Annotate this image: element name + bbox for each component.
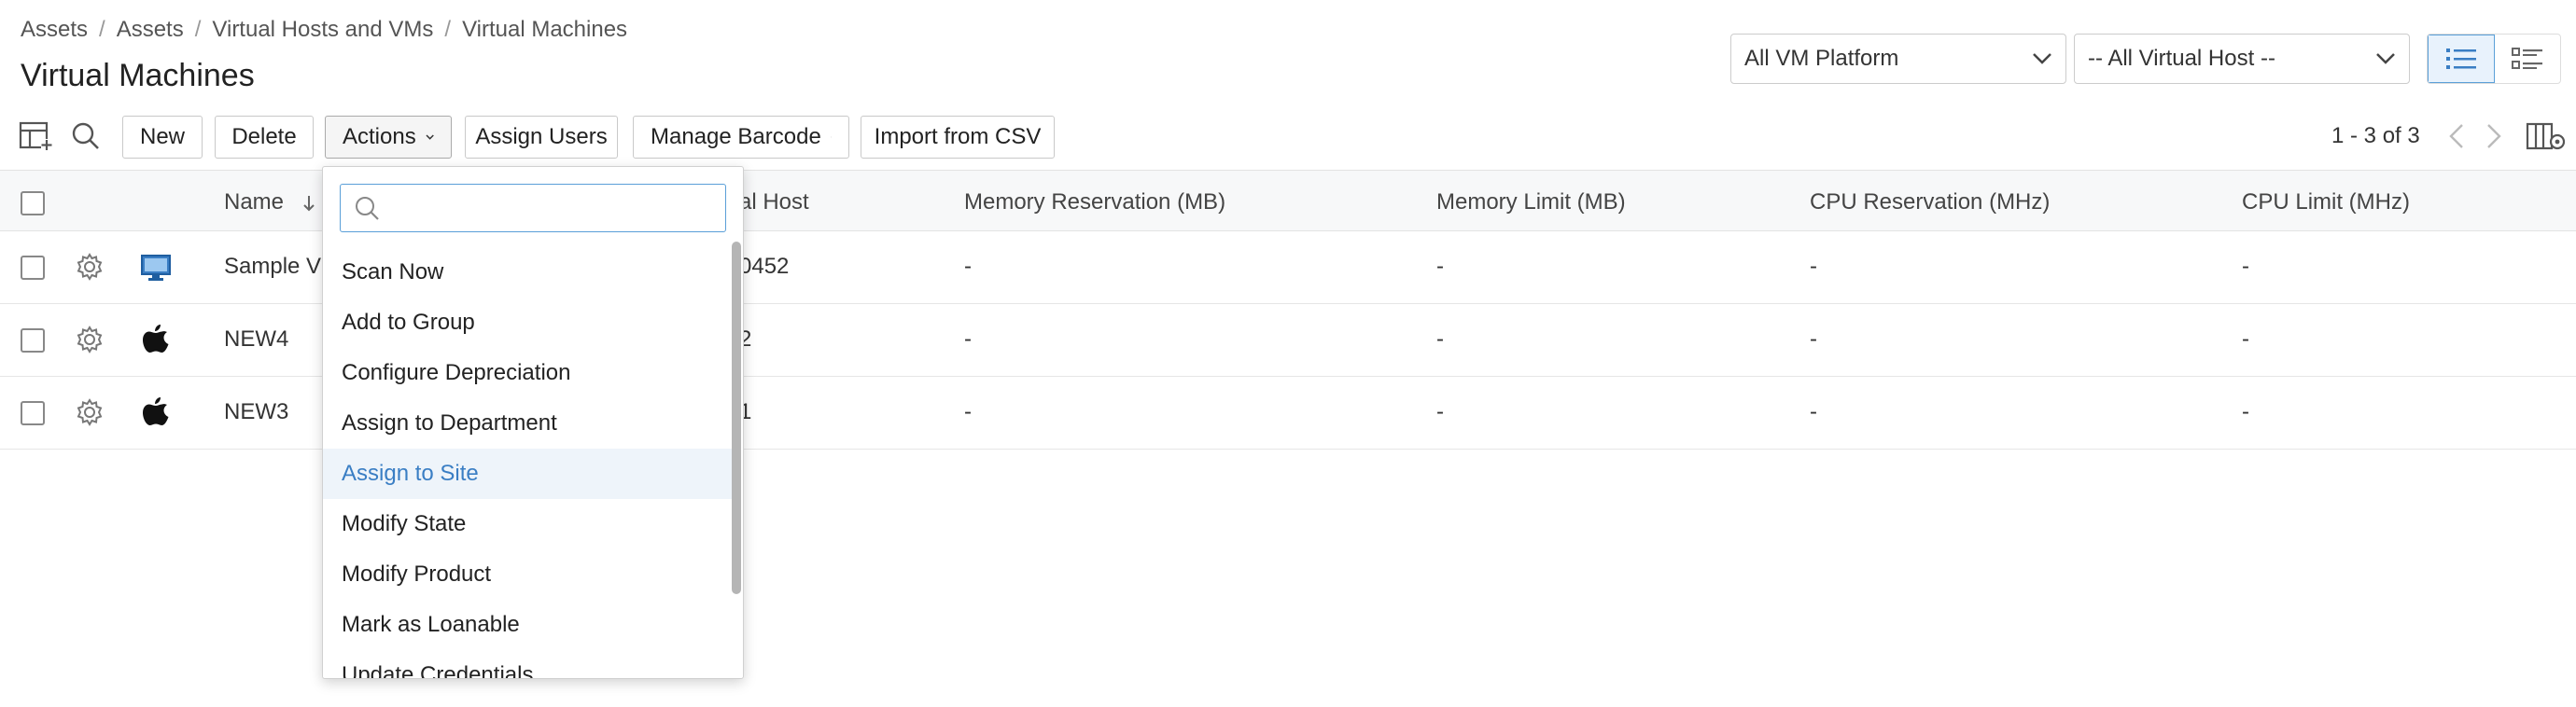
chevron-down-icon <box>426 134 434 140</box>
gear-icon[interactable] <box>75 325 105 359</box>
pagination-label: 1 - 3 of 3 <box>2331 123 2420 148</box>
list-view-button[interactable] <box>2428 35 2495 83</box>
column-header-memory-limit[interactable]: Memory Limit (MB) <box>1436 189 1626 215</box>
vm-cpu-limit: - <box>2242 254 2249 279</box>
next-page-icon[interactable] <box>2483 121 2505 156</box>
list-view-icon <box>2446 49 2476 69</box>
actions-dropdown-menu: Scan Now Add to Group Configure Deprecia… <box>322 166 744 679</box>
column-header-virtual-host[interactable]: al Host <box>739 189 809 215</box>
breadcrumb-item-virtual-hosts[interactable]: Virtual Hosts and VMs <box>212 17 434 42</box>
menu-item-assign-to-site[interactable]: Assign to Site <box>323 449 734 499</box>
column-header-name-label: Name <box>224 189 285 215</box>
breadcrumb: Assets / Assets / Virtual Hosts and VMs … <box>21 17 627 43</box>
page-title: Virtual Machines <box>21 58 255 93</box>
vm-cpu-reservation: - <box>1810 254 1817 279</box>
chevron-down-icon <box>2032 46 2052 72</box>
menu-item-scan-now[interactable]: Scan Now <box>342 259 444 284</box>
sort-descending-icon <box>302 195 315 212</box>
previous-page-icon[interactable] <box>2445 121 2468 156</box>
vm-cpu-limit: - <box>2242 399 2249 424</box>
import-csv-button[interactable]: Import from CSV <box>861 116 1055 159</box>
column-header-cpu-limit[interactable]: CPU Limit (MHz) <box>2242 189 2410 215</box>
gear-icon[interactable] <box>75 252 105 286</box>
breadcrumb-item-virtual-machines: Virtual Machines <box>462 17 628 42</box>
select-all-checkbox[interactable] <box>21 191 45 215</box>
virtual-host-filter-value: -- All Virtual Host -- <box>2088 46 2275 71</box>
vm-virtual-host: 0452 <box>739 254 790 279</box>
apple-icon <box>142 395 170 432</box>
vm-cpu-reservation: - <box>1810 399 1817 424</box>
actions-search-field[interactable] <box>340 184 726 232</box>
platform-filter-value: All VM Platform <box>1744 46 1899 71</box>
vm-name[interactable]: NEW3 <box>224 399 289 424</box>
assign-users-button[interactable]: Assign Users <box>465 116 618 159</box>
column-header-memory-reservation[interactable]: Memory Reservation (MB) <box>964 189 1226 215</box>
menu-item-mark-as-loanable[interactable]: Mark as Loanable <box>342 612 520 637</box>
chevron-down-icon <box>830 136 832 138</box>
apple-icon <box>142 323 170 359</box>
vm-memory-limit: - <box>1436 399 1444 424</box>
breadcrumb-item-assets[interactable]: Assets <box>116 17 184 42</box>
column-header-cpu-reservation[interactable]: CPU Reservation (MHz) <box>1810 189 2051 215</box>
menu-item-assign-to-department[interactable]: Assign to Department <box>342 410 557 436</box>
vm-memory-limit: - <box>1436 254 1444 279</box>
menu-item-modify-state[interactable]: Modify State <box>342 511 467 536</box>
row-checkbox[interactable] <box>21 256 45 280</box>
row-checkbox[interactable] <box>21 328 45 353</box>
new-button[interactable]: New <box>122 116 203 159</box>
column-settings-icon[interactable] <box>2526 121 2567 158</box>
gear-icon[interactable] <box>75 397 105 432</box>
virtual-host-filter-select[interactable]: -- All Virtual Host -- <box>2074 34 2410 84</box>
column-header-name[interactable]: Name <box>224 189 316 215</box>
actions-dropdown-button[interactable]: Actions <box>325 116 452 159</box>
menu-item-configure-depreciation[interactable]: Configure Depreciation <box>342 360 571 385</box>
vm-memory-reservation: - <box>964 399 972 424</box>
vm-name[interactable]: NEW4 <box>224 326 289 352</box>
search-icon[interactable] <box>67 118 105 155</box>
menu-item-modify-product[interactable]: Modify Product <box>342 561 492 587</box>
vm-memory-limit: - <box>1436 326 1444 352</box>
actions-button-label: Actions <box>343 124 416 149</box>
breadcrumb-separator: / <box>194 17 202 42</box>
search-icon <box>356 197 379 220</box>
breadcrumb-item-assets-root[interactable]: Assets <box>21 17 89 42</box>
monitor-icon <box>140 254 172 286</box>
actions-menu-list: Scan Now Add to Group Configure Deprecia… <box>323 247 734 679</box>
breadcrumb-separator: / <box>99 17 105 42</box>
manage-barcode-dropdown-button[interactable]: Manage Barcode <box>633 116 849 159</box>
menu-scrollbar-thumb[interactable] <box>732 242 741 594</box>
vm-cpu-limit: - <box>2242 326 2249 352</box>
table-row[interactable]: Sample V 0452 - - - - <box>0 231 2576 304</box>
delete-button[interactable]: Delete <box>215 116 314 159</box>
detail-list-icon <box>2512 48 2542 69</box>
vm-memory-reservation: - <box>964 254 972 279</box>
vm-memory-reservation: - <box>964 326 972 352</box>
platform-filter-select[interactable]: All VM Platform <box>1730 34 2066 84</box>
detail-view-button[interactable] <box>2495 35 2560 83</box>
breadcrumb-separator: / <box>444 17 452 42</box>
view-toggle <box>2427 34 2561 84</box>
menu-item-add-to-group[interactable]: Add to Group <box>342 310 475 335</box>
table-row[interactable]: NEW3 1 - - - - <box>0 377 2576 450</box>
table-row[interactable]: NEW4 2 - - - - <box>0 304 2576 377</box>
add-column-icon[interactable] <box>17 118 54 155</box>
row-checkbox[interactable] <box>21 401 45 425</box>
vm-cpu-reservation: - <box>1810 326 1817 352</box>
vm-name[interactable]: Sample V <box>224 254 322 279</box>
manage-barcode-label: Manage Barcode <box>651 124 821 149</box>
chevron-down-icon <box>2375 46 2396 72</box>
menu-item-update-credentials[interactable]: Update Credentials <box>342 662 534 679</box>
